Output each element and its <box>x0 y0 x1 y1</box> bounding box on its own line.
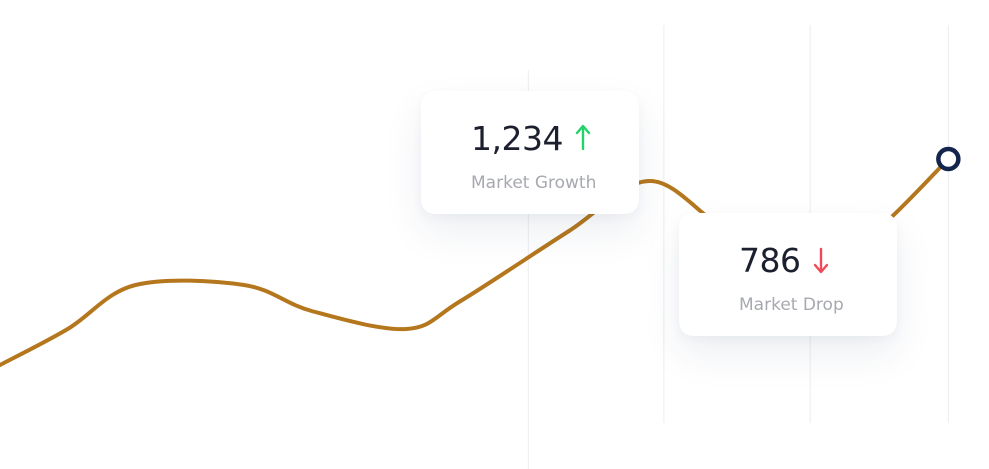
market-growth-value: 1,234 <box>471 118 563 158</box>
market-drop-card: 786 Market Drop <box>679 213 897 336</box>
market-drop-label: Market Drop <box>739 295 844 315</box>
market-drop-value: 786 <box>739 240 801 280</box>
arrow-up-icon <box>575 123 591 153</box>
arrow-down-icon <box>813 245 829 275</box>
market-drop-stat-row: 786 <box>739 239 897 281</box>
market-growth-stat-row: 1,234 <box>471 117 639 159</box>
line-end-point-marker[interactable] <box>936 146 961 172</box>
market-growth-label: Market Growth <box>471 173 597 193</box>
market-growth-card: 1,234 Market Growth <box>421 91 639 214</box>
